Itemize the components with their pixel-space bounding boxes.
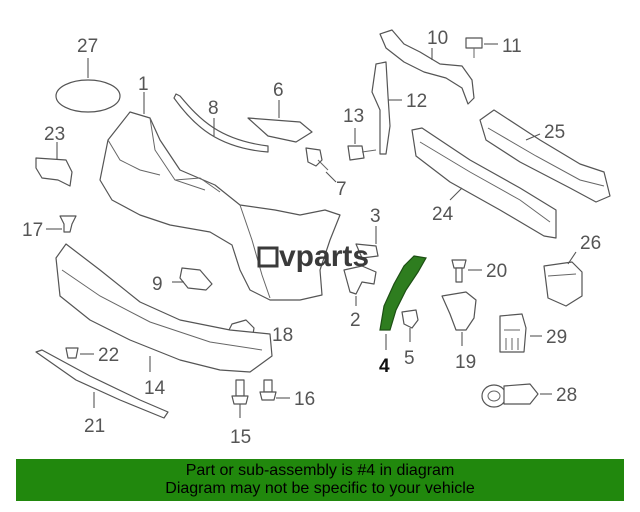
- diagram-canvas: 27 1 23 17 8 6 7 13: [22, 28, 611, 448]
- part-10-bracket[interactable]: [379, 29, 475, 105]
- callout-15[interactable]: 15: [230, 427, 251, 448]
- leader-7: [325, 171, 337, 183]
- callout-3[interactable]: 3: [370, 206, 381, 227]
- part-29-connector[interactable]: [499, 313, 527, 353]
- watermark-mark-icon: [257, 246, 279, 268]
- part-1-bumper-cover[interactable]: [99, 111, 341, 301]
- part-4-retainer[interactable]: [379, 255, 427, 331]
- callout-7[interactable]: 7: [336, 179, 347, 200]
- part-14-lower-spoiler[interactable]: [55, 243, 273, 373]
- callout-14[interactable]: 14: [144, 378, 166, 399]
- callout-20[interactable]: 20: [486, 261, 507, 282]
- callout-1[interactable]: 1: [138, 74, 149, 95]
- callout-6[interactable]: 6: [273, 80, 284, 101]
- banner-line-2: Diagram may not be specific to your vehi…: [165, 480, 475, 497]
- part-25-absorber[interactable]: [479, 109, 611, 203]
- callout-13[interactable]: 13: [343, 106, 364, 127]
- part-20-clip[interactable]: [451, 259, 467, 283]
- watermark-logo: vparts: [257, 240, 369, 272]
- callout-25[interactable]: 25: [544, 122, 565, 143]
- watermark-text: vparts: [279, 240, 369, 272]
- info-banner: Part or sub-assembly is #4 in diagram Di…: [16, 459, 624, 501]
- parts-diagram: 27 1 23 17 8 6 7 13: [22, 28, 611, 448]
- callout-26[interactable]: 26: [580, 233, 601, 254]
- part-12-bracket[interactable]: [371, 61, 391, 155]
- callout-17[interactable]: 17: [22, 220, 43, 241]
- callout-8[interactable]: 8: [208, 98, 219, 119]
- callout-2[interactable]: 2: [350, 310, 361, 331]
- callout-27[interactable]: 27: [77, 36, 98, 57]
- part-24-reinforcement[interactable]: [411, 127, 557, 239]
- part-19-bracket[interactable]: [441, 291, 477, 331]
- callout-29[interactable]: 29: [546, 327, 567, 348]
- callout-23[interactable]: 23: [44, 124, 65, 145]
- part-7-screw[interactable]: [305, 147, 329, 171]
- callout-10[interactable]: 10: [427, 28, 448, 49]
- part-2-bracket[interactable]: [343, 265, 377, 295]
- callout-12[interactable]: 12: [406, 91, 427, 112]
- part-26-module[interactable]: [543, 261, 583, 307]
- leader-24: [449, 187, 463, 201]
- part-22-clip[interactable]: [65, 347, 79, 359]
- part-8-molding[interactable]: [173, 93, 269, 153]
- callout-11[interactable]: 11: [502, 36, 522, 57]
- part-13-bolt[interactable]: [347, 145, 377, 161]
- part-11-bolt[interactable]: [465, 37, 483, 58]
- part-27-emblem[interactable]: [55, 79, 121, 113]
- callout-21[interactable]: 21: [84, 416, 105, 437]
- leader-26: [567, 251, 577, 265]
- banner-line-1: Part or sub-assembly is #4 in diagram: [185, 462, 455, 479]
- callout-28[interactable]: 28: [556, 385, 577, 406]
- part-6-reflector[interactable]: [247, 117, 313, 143]
- callout-4[interactable]: 4: [379, 356, 390, 377]
- callout-5[interactable]: 5: [404, 348, 415, 369]
- callout-9[interactable]: 9: [152, 274, 163, 295]
- part-21-molding-strip[interactable]: [35, 349, 169, 419]
- callout-22[interactable]: 22: [98, 345, 119, 366]
- part-28-sensor[interactable]: [481, 383, 539, 408]
- callout-24[interactable]: 24: [432, 204, 454, 225]
- callout-16[interactable]: 16: [294, 389, 315, 410]
- leader-25: [525, 133, 541, 141]
- callout-19[interactable]: 19: [455, 352, 476, 373]
- part-3-bracket[interactable]: [355, 243, 379, 259]
- part-16-bolt[interactable]: [259, 379, 277, 401]
- part-5-clip[interactable]: [401, 309, 419, 329]
- part-17-clip[interactable]: [59, 215, 77, 233]
- part-15-bolt[interactable]: [231, 379, 249, 405]
- part-9-bracket[interactable]: [179, 267, 213, 291]
- part-23-bracket[interactable]: [35, 157, 73, 187]
- callout-18[interactable]: 18: [272, 325, 293, 346]
